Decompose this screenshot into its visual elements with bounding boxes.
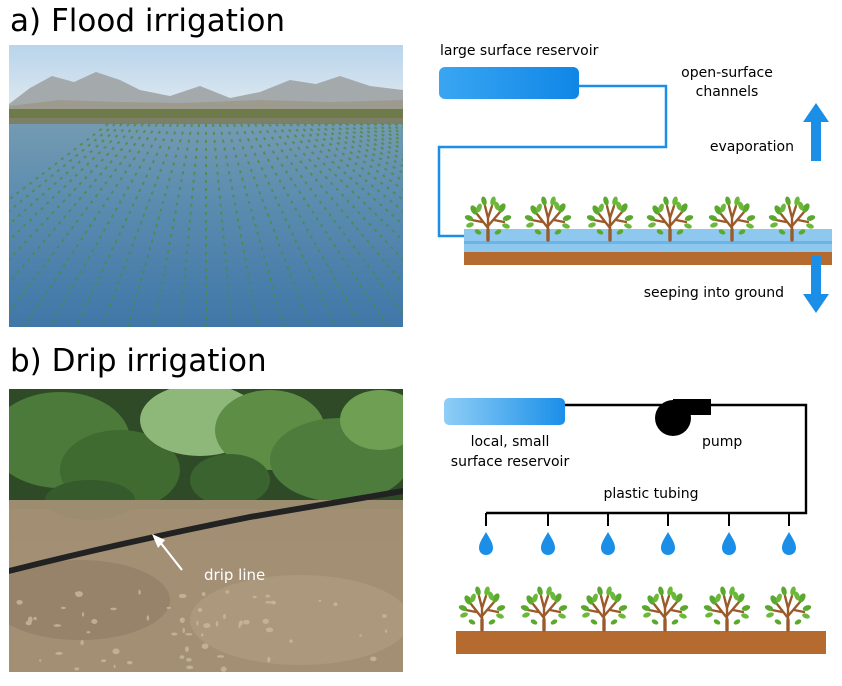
seeping-arrow-down-icon bbox=[803, 256, 829, 313]
channels-label-line2: channels bbox=[696, 84, 759, 100]
water-drop-icon bbox=[661, 532, 675, 555]
pump-icon bbox=[655, 399, 711, 436]
plant-icon bbox=[456, 584, 508, 632]
drip-soil-layer bbox=[456, 631, 826, 654]
flood-title: a) Flood irrigation bbox=[10, 3, 286, 39]
large-reservoir-label: large surface reservoir bbox=[440, 43, 599, 59]
soil-layer bbox=[464, 252, 832, 265]
flood-field-photo bbox=[9, 45, 403, 327]
plastic-tubing-label: plastic tubing bbox=[603, 486, 698, 502]
plant-icon bbox=[518, 584, 570, 632]
drip-line-label: drip line bbox=[204, 566, 265, 584]
evaporation-label: evaporation bbox=[710, 139, 794, 155]
water-drop-icon bbox=[722, 532, 736, 555]
plant-icon bbox=[639, 584, 691, 632]
flooded-water-layer bbox=[464, 229, 832, 252]
evaporation-arrow-up-icon bbox=[803, 103, 829, 161]
water-drop-icon bbox=[782, 532, 796, 555]
seeping-label: seeping into ground bbox=[644, 285, 784, 301]
channels-label-line1: open-surface bbox=[681, 65, 773, 81]
drip-field-photo bbox=[9, 389, 403, 672]
water-drop-icon bbox=[601, 532, 615, 555]
open-channel-line bbox=[437, 84, 668, 238]
plastic-tubing-line bbox=[486, 403, 808, 515]
small-reservoir bbox=[444, 398, 565, 425]
pump-label: pump bbox=[702, 434, 742, 450]
small-reservoir-label-line1: local, small bbox=[471, 434, 550, 450]
drip-title: b) Drip irrigation bbox=[10, 343, 267, 379]
plant-icon bbox=[578, 584, 630, 632]
plant-icon bbox=[762, 584, 814, 632]
flood-diagram: large surface reservoir open-surface cha… bbox=[437, 43, 832, 313]
plant-icon bbox=[701, 584, 753, 632]
small-reservoir-label-line2: surface reservoir bbox=[451, 454, 570, 470]
water-drop-icon bbox=[541, 532, 555, 555]
drip-diagram: local, small surface reservoir pump plas… bbox=[444, 398, 826, 654]
large-reservoir bbox=[439, 67, 579, 99]
water-drop-icon bbox=[479, 532, 493, 555]
